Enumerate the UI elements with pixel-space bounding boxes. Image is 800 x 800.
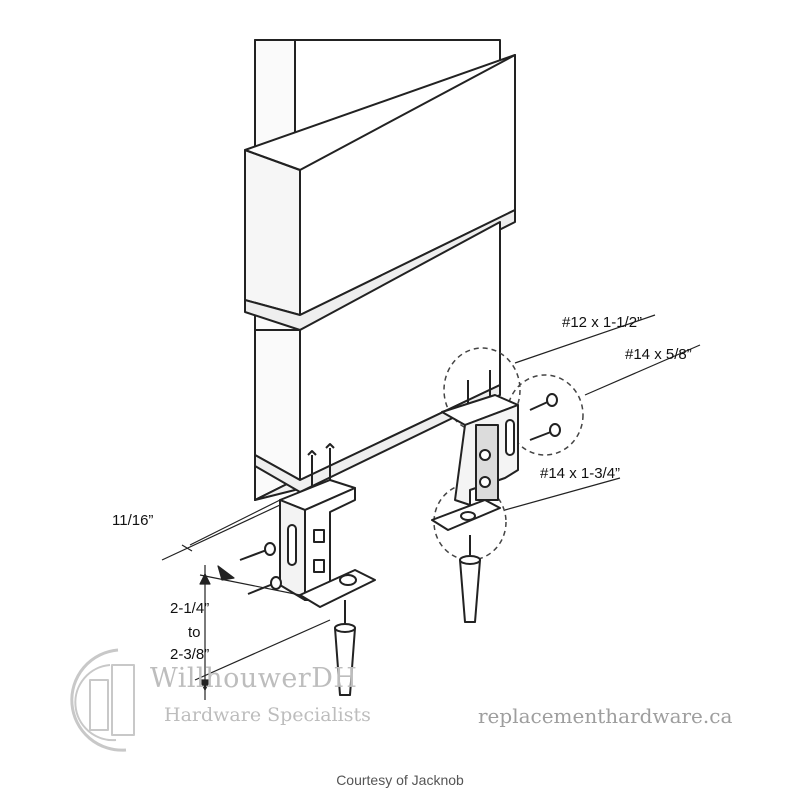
door-sleeve [244, 54, 516, 331]
dimension-lines [161, 499, 331, 700]
image-credit: Courtesy of Jacknob [336, 772, 464, 788]
screw-side-label: #14 x 5/8” [625, 346, 692, 363]
leader-lines [504, 314, 701, 511]
bracket-offset-label: 11/16” [112, 512, 154, 529]
right-pivot-bracket [431, 394, 519, 531]
range-word-label: to [188, 624, 201, 641]
left-floor-anchor [334, 600, 356, 696]
right-side-screws [529, 393, 561, 441]
screw-bottom-label: #14 x 1-3/4” [540, 465, 621, 482]
screw-top-label: #12 x 1-1/2” [562, 314, 643, 331]
watermark-company: WillhouwerDH [150, 663, 358, 694]
door-lower [254, 221, 501, 493]
left-side-screws [239, 542, 282, 595]
range-from-label: 2-1/4” [170, 600, 210, 617]
range-to-label: 2-3/8” [170, 646, 210, 663]
watermark-tagline: Hardware Specialists [164, 704, 371, 726]
right-floor-anchor [459, 535, 481, 623]
left-pivot-bracket [279, 443, 376, 608]
watermark-url: replacementhardware.ca [478, 704, 733, 728]
watermark-logo-icon [70, 648, 135, 752]
